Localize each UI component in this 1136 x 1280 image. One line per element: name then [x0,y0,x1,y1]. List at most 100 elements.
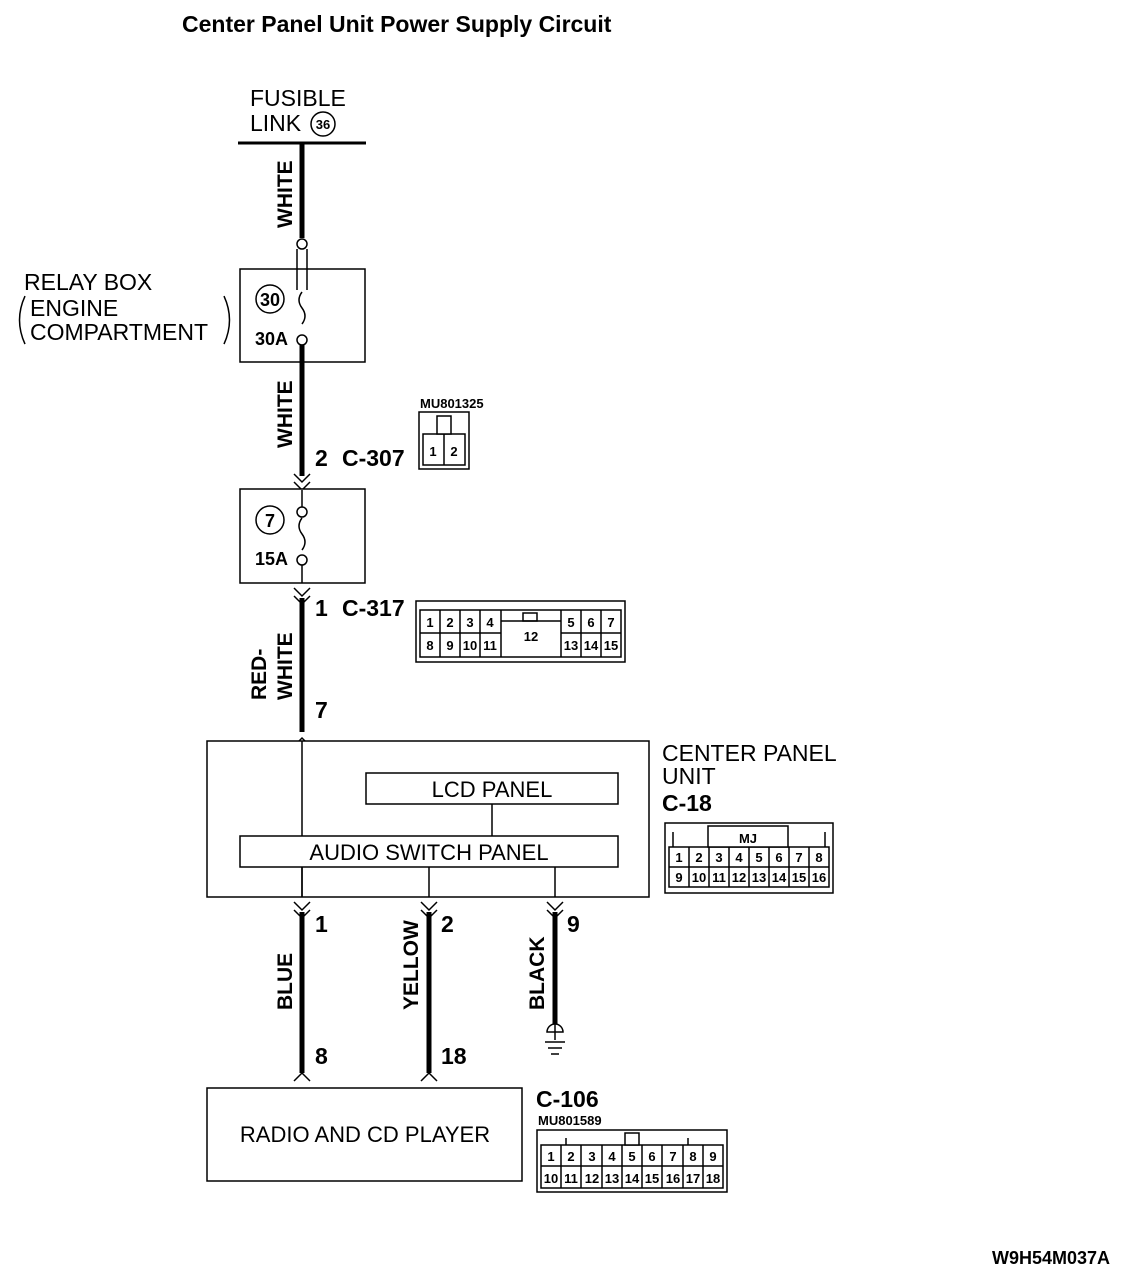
c106-pin-11: 11 [564,1171,578,1186]
c317-pin-14: 14 [584,638,599,653]
radio-cd-player-box [206,1087,523,1182]
c106-pin-4: 4 [608,1149,616,1164]
lcd-panel [365,772,619,805]
paren-right [223,295,231,345]
c106-part-number: MU801589 [538,1113,602,1128]
ground-icon [545,1023,565,1055]
center-panel-out-pin-2: 2 [441,911,454,937]
c106-pin-3: 3 [588,1149,595,1164]
c106-pin-17: 17 [686,1171,700,1186]
c317-pin-4: 4 [486,615,494,630]
c317-pin-12: 12 [524,629,538,644]
c106-pin-8: 8 [689,1149,696,1164]
c18-name: C-18 [662,790,712,816]
radio-cd-player-label: RADIO AND CD PLAYER [240,1122,490,1147]
wire-label-red-white-1: RED- [248,649,271,700]
center-panel-label-2: UNIT [662,763,716,789]
c18-pin-5: 5 [755,850,762,865]
c317-pin-1: 1 [426,615,433,630]
relay-box-label: RELAY BOX [24,269,152,295]
c307-name: C-307 [342,445,405,471]
c106-pin-9: 9 [709,1149,716,1164]
center-panel-out-pin-9: 9 [567,911,580,937]
c106-pin-5: 5 [628,1149,635,1164]
c317-name: C-317 [342,595,405,621]
c317-pin-8: 8 [426,638,433,653]
c106-pin-1: 1 [547,1149,554,1164]
c106-pin-2: 2 [567,1149,574,1164]
c18-pin-11: 11 [712,870,726,885]
c317-pin-2: 2 [446,615,453,630]
c317-pin-9: 9 [446,638,453,653]
radio-pin-8: 8 [315,1043,328,1069]
c18-pin-15: 15 [792,870,806,885]
center-panel-unit-box [206,740,650,898]
c317-pin-3: 3 [466,615,473,630]
c106-pin-16: 16 [666,1171,680,1186]
fusible-link-number: 36 [316,117,330,132]
terminal-circle [296,238,308,250]
wire-label-blue: BLUE [274,953,297,1010]
fusible-link-number-circle [310,111,336,137]
c18-pin-6: 6 [775,850,782,865]
c18-pin-9: 9 [675,870,682,885]
c307-pin-1: 1 [429,444,436,459]
connector-mark-radio-18 [420,1071,438,1082]
wire-label-yellow: YELLOW [400,920,423,1010]
c317-pin-11: 11 [483,638,497,653]
wire-label-red-white-2: WHITE [274,632,297,700]
audio-switch-panel-label: AUDIO SWITCH PANEL [309,840,548,865]
c18-tag: MJ [739,831,757,846]
c18-pin-14: 14 [772,870,787,885]
lcd-panel-label: LCD PANEL [432,777,553,802]
c106-pin-6: 6 [648,1149,655,1164]
c18-pin-4: 4 [735,850,743,865]
fuse-7-element [298,517,306,551]
fuse-7-number: 7 [265,511,275,531]
radio-pin-18: 18 [441,1043,467,1069]
c18-pin-7: 7 [795,850,802,865]
c106-pin-7: 7 [669,1149,676,1164]
c317-pin-15: 15 [604,638,618,653]
c18-pin-2: 2 [695,850,702,865]
diagram-title: Center Panel Unit Power Supply Circuit [182,11,612,37]
fuse-7-rating: 15A [255,549,288,569]
center-panel-out-pin-1: 1 [315,911,328,937]
c106-name: C-106 [536,1086,599,1112]
c18-pin-8: 8 [815,850,822,865]
c307-pin-2: 2 [450,444,457,459]
wire-label-black: BLACK [526,937,549,1011]
c106-pin-18: 18 [706,1171,720,1186]
c317-pin: 1 [315,595,328,621]
center-panel-label: CENTER PANEL [662,740,837,766]
c317-pin-13: 13 [564,638,578,653]
c106-pin-14: 14 [625,1171,640,1186]
c18-pin-12: 12 [732,870,746,885]
fuse-30-element [298,291,306,325]
audio-switch-panel [239,835,619,868]
c18-pin-16: 16 [812,870,826,885]
wire-label-white-mid: WHITE [274,380,297,448]
c106-pin-15: 15 [645,1171,659,1186]
fusible-link-label-2: LINK [250,110,302,136]
c317-pin-5: 5 [567,615,574,630]
relay-box-label-3: COMPARTMENT [30,319,208,345]
fuse-30-number-circle [255,284,285,314]
c18-pin-1: 1 [675,850,682,865]
c307-part-number: MU801325 [420,396,484,411]
c106-pin-13: 13 [605,1171,619,1186]
fuse-30-number: 30 [260,290,280,310]
drawing-code: W9H54M037A [992,1248,1110,1268]
connector-mark-c307 [293,473,311,492]
c317-connector-face [415,600,626,663]
c106-pin-12: 12 [585,1171,599,1186]
c106-connector-face [536,1129,728,1193]
c106-pin-10: 10 [544,1171,558,1186]
fusible-link-label: FUSIBLE [250,85,346,111]
connector-mark-radio-8 [293,1071,311,1082]
c307-pin: 2 [315,445,328,471]
c18-pin-3: 3 [715,850,722,865]
c317-pin-10: 10 [463,638,477,653]
relay-box-label-2: ENGINE [30,295,118,321]
